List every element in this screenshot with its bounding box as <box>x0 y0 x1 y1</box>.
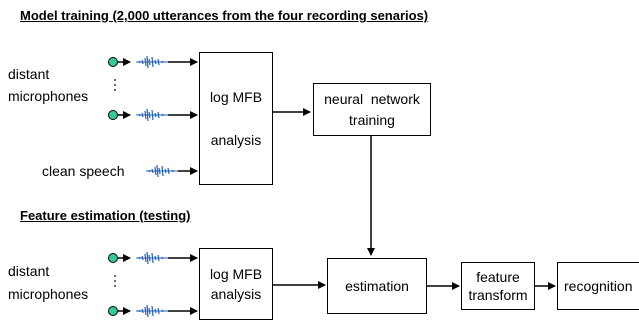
training-log-mfb-box: log MFB analysis <box>199 52 273 185</box>
testing-microphones-label: microphones <box>8 286 89 302</box>
testing-mic-1 <box>108 251 198 265</box>
waveform-icon <box>135 55 169 69</box>
estimation-box: estimation <box>327 258 427 314</box>
training-analysis-line-2: analysis <box>210 131 262 148</box>
nn-line-1: neural network <box>324 91 420 108</box>
training-distant-label: distant <box>8 66 50 82</box>
training-mic-ellipsis <box>114 79 116 91</box>
training-analysis-line-1: log MFB <box>209 89 263 106</box>
testing-mic-2 <box>108 304 198 318</box>
testing-mic-ellipsis <box>114 275 116 287</box>
estimation-label: estimation <box>345 277 409 294</box>
feature-line-1: feature <box>476 268 520 285</box>
testing-distant-label: distant <box>8 263 50 279</box>
microphone-icon <box>108 110 118 120</box>
testing-log-mfb-box: log MFB analysis <box>199 248 273 320</box>
recognition-box: recognition <box>557 262 639 310</box>
training-mic-2 <box>108 108 198 122</box>
waveform-icon <box>135 304 169 318</box>
waveform-icon <box>135 108 169 122</box>
training-heading: Model training (2,000 utterances from th… <box>20 8 429 23</box>
testing-heading: Feature estimation (testing) <box>20 208 191 223</box>
clean-speech-label: clean speech <box>42 163 125 179</box>
waveform-icon <box>135 251 169 265</box>
nn-line-2: training <box>349 111 395 128</box>
recognition-label: recognition <box>564 277 633 294</box>
microphone-icon <box>108 57 118 67</box>
clean-speech-input <box>145 164 198 178</box>
training-mic-1 <box>108 55 198 69</box>
microphone-icon <box>108 306 118 316</box>
waveform-icon <box>145 164 179 178</box>
testing-analysis-line-2: analysis <box>210 286 262 302</box>
training-microphones-label: microphones <box>8 88 89 104</box>
feature-transform-box: feature transform <box>461 262 535 310</box>
feature-line-2: transform <box>468 287 528 303</box>
microphone-icon <box>108 253 118 263</box>
neural-network-training-box: neural network training <box>313 83 431 136</box>
testing-analysis-line-1: log MFB <box>209 265 263 282</box>
